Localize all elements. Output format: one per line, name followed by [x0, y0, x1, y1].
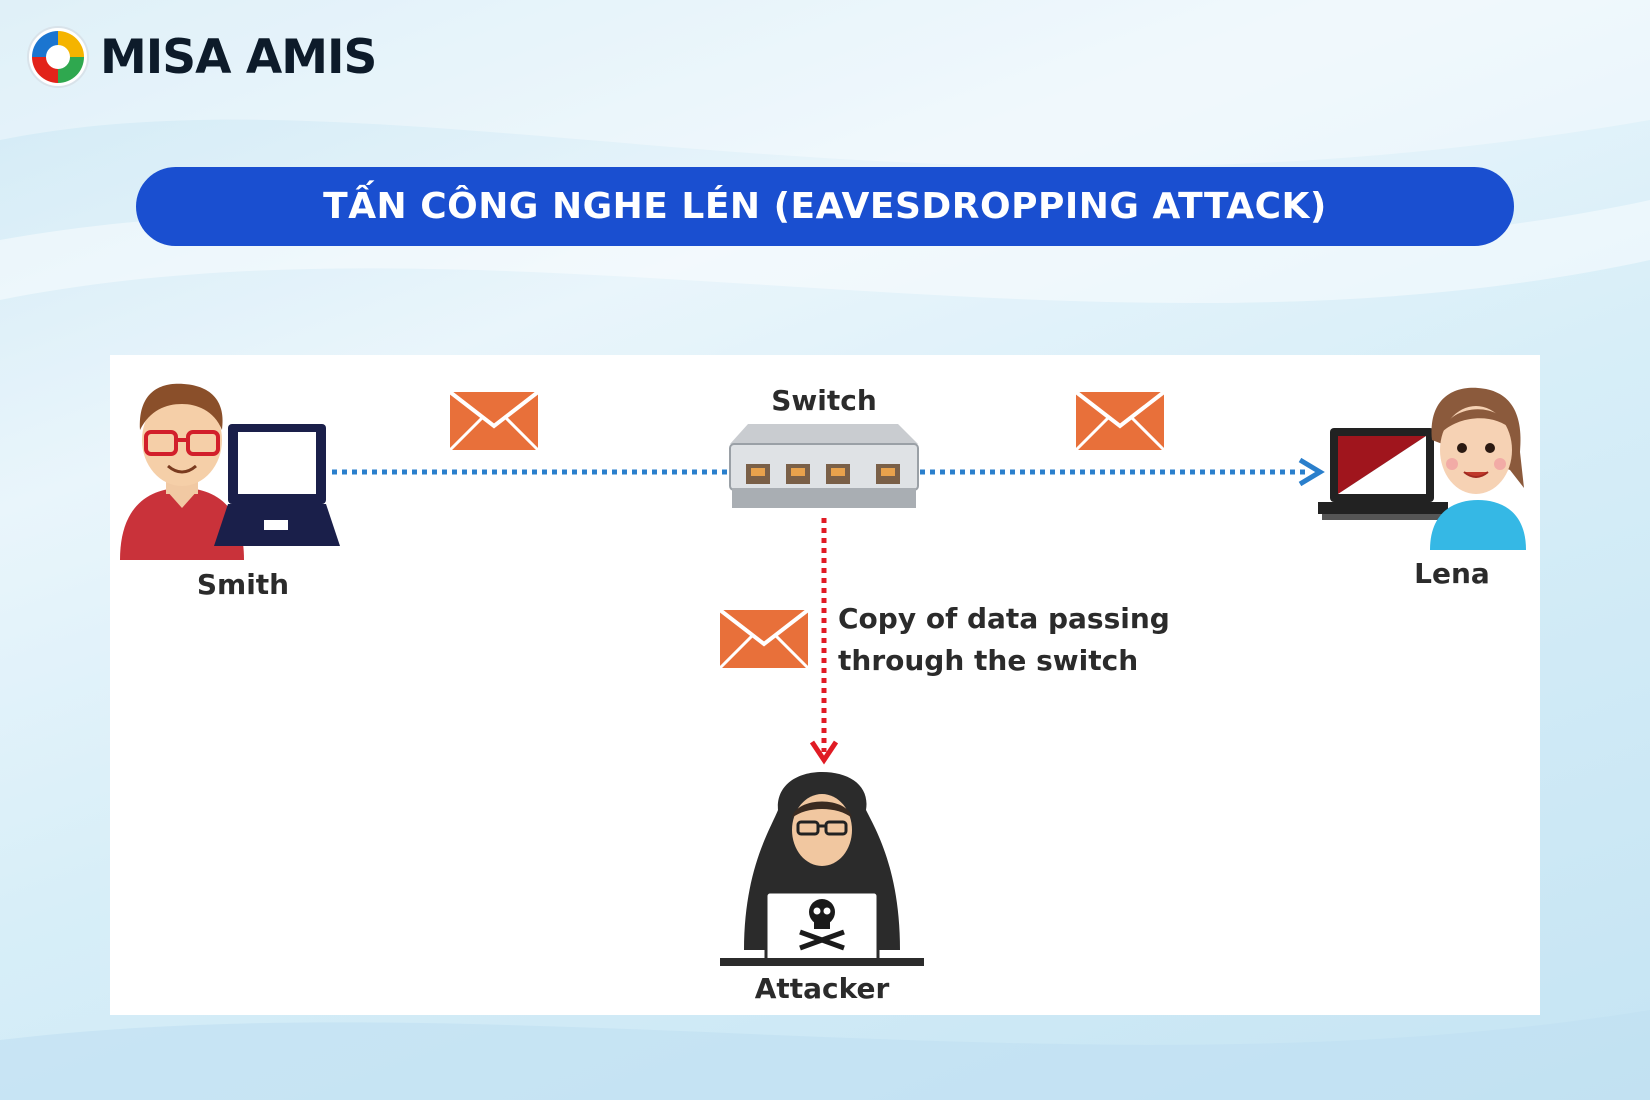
arrowhead-attacker — [809, 740, 839, 765]
laptop-icon — [214, 424, 340, 546]
brand-logo: MISA AMIS — [26, 24, 377, 90]
envelope-icon — [1074, 390, 1166, 452]
switch-label: Switch — [771, 384, 877, 417]
lena-label: Lena — [1414, 557, 1490, 590]
arrowhead-lena — [1298, 457, 1325, 487]
skull-icon — [799, 899, 845, 951]
title-banner: TẤN CÔNG NGHE LÉN (EAVESDROPPING ATTACK) — [136, 167, 1514, 246]
smith-label: Smith — [197, 568, 289, 601]
switch-icon — [729, 424, 919, 508]
smith-avatar — [120, 383, 244, 560]
annotation-line-2: through the switch — [838, 644, 1138, 677]
annotation-line-1: Copy of data passing — [838, 602, 1170, 635]
attacker-label: Attacker — [755, 972, 890, 1005]
laptop-icon — [1318, 428, 1448, 520]
logo-text: MISA AMIS — [100, 29, 377, 85]
lena-avatar — [1430, 387, 1526, 550]
logo-mark-icon — [27, 26, 89, 88]
envelope-icon — [448, 390, 540, 452]
envelope-icon — [718, 608, 810, 670]
page-title: TẤN CÔNG NGHE LÉN (EAVESDROPPING ATTACK) — [323, 186, 1327, 227]
